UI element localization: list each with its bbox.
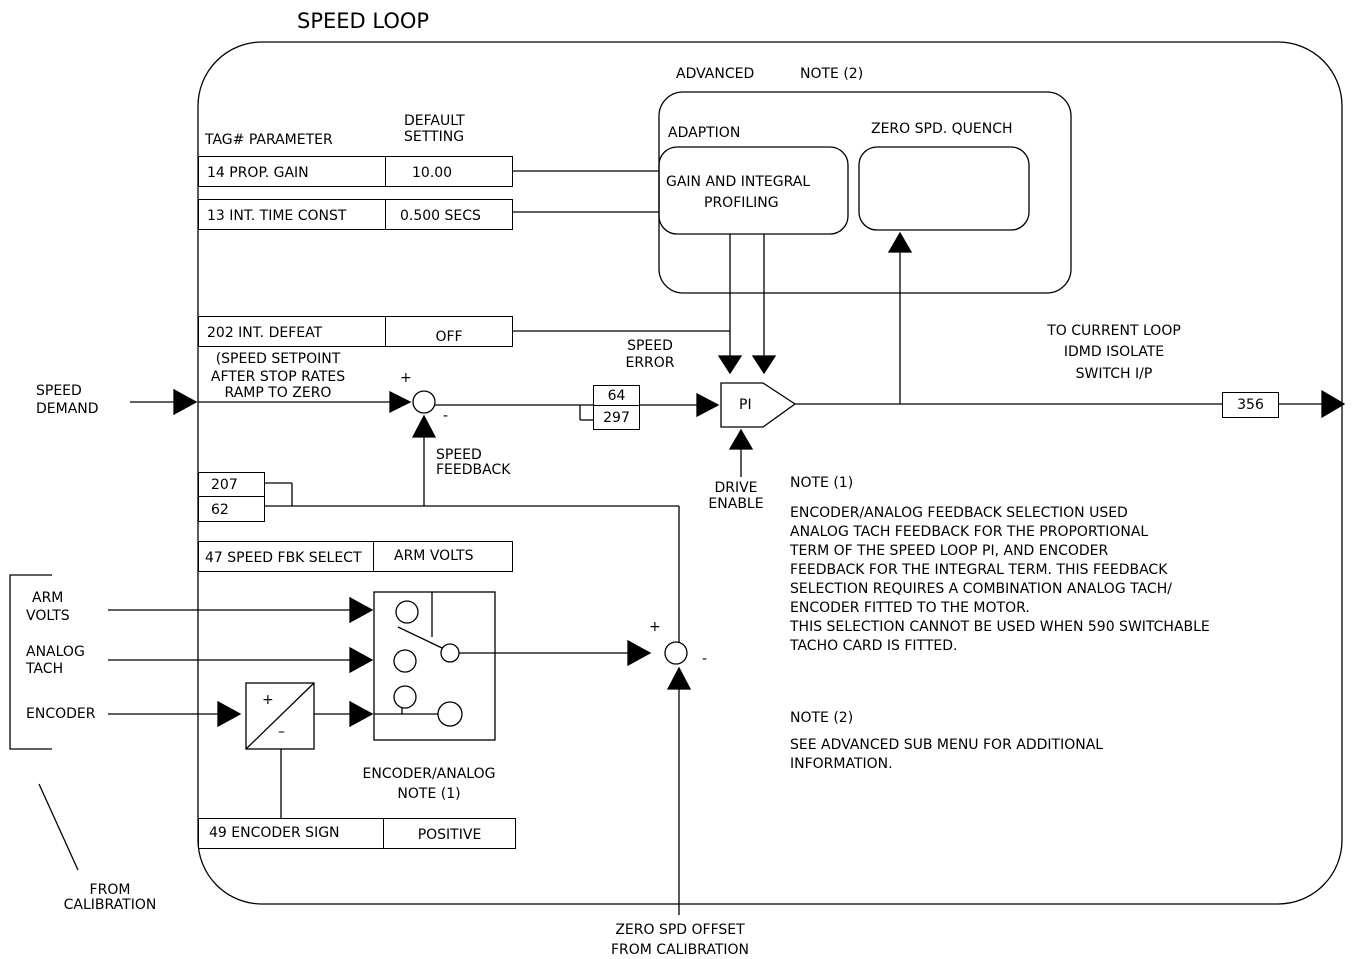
zero-quench-box bbox=[858, 146, 1030, 231]
zero-sum-minus: - bbox=[702, 651, 708, 667]
advanced-note-ref: NOTE (2) bbox=[800, 66, 864, 82]
arrow-drive-enable bbox=[728, 428, 754, 450]
note1-line: ANALOG TACH FEEDBACK FOR THE PROPORTIONA… bbox=[790, 524, 1149, 540]
note2-body: SEE ADVANCED SUB MENU FOR ADDITIONAL INF… bbox=[790, 736, 1103, 774]
adaption-box bbox=[658, 146, 849, 235]
param-value-int-time: 0.500 SECS bbox=[385, 199, 513, 230]
arrow-pi-in-2 bbox=[751, 355, 777, 375]
param-name-speed-fbk: 47 SPEED FBK SELECT bbox=[198, 541, 374, 572]
encoder-minus-sign: – bbox=[278, 724, 285, 740]
arrow-analog-tach bbox=[349, 646, 374, 674]
note1-title: NOTE (1) bbox=[790, 475, 854, 491]
encoder-analog-line1: ENCODER/ANALOG bbox=[362, 766, 496, 782]
arrow-speed-feedback bbox=[411, 414, 437, 438]
zero-offset-line2: FROM CALIBRATION bbox=[610, 942, 750, 958]
tag-62: 62 bbox=[198, 496, 265, 522]
param-name-int-defeat: 202 INT. DEFEAT bbox=[198, 316, 386, 347]
arrow-encoder bbox=[217, 700, 242, 728]
advanced-label: ADVANCED bbox=[676, 66, 755, 82]
setpoint-line1: (SPEED SETPOINT bbox=[215, 351, 341, 367]
speed-feedback-line1: SPEED bbox=[436, 447, 482, 463]
note2-line: INFORMATION. bbox=[790, 756, 893, 772]
speed-error-line2: ERROR bbox=[625, 355, 675, 371]
param-value-prop-gain: 10.00 bbox=[385, 156, 513, 187]
arrow-pi-in-1 bbox=[717, 355, 743, 375]
from-calibration-line1: FROM bbox=[89, 882, 131, 898]
page-title: SPEED LOOP bbox=[297, 9, 430, 33]
to-current-line1: TO CURRENT LOOP bbox=[1047, 323, 1181, 339]
from-calibration-line2: CALIBRATION bbox=[63, 897, 157, 913]
arm-volts-line2: VOLTS bbox=[26, 608, 70, 624]
speed-demand-line1: SPEED bbox=[36, 383, 82, 399]
arrow-error-pi bbox=[696, 392, 720, 418]
note1-line: TERM OF THE SPEED LOOP PI, AND ENCODER bbox=[790, 543, 1109, 559]
speed-demand-line2: DEMAND bbox=[36, 401, 99, 417]
speed-feedback-line2: FEEDBACK bbox=[436, 462, 511, 478]
arrow-zero-offset bbox=[666, 666, 692, 690]
note1-line: ENCODER FITTED TO THE MOTOR. bbox=[790, 600, 1030, 616]
zero-spd-quench-label: ZERO SPD. QUENCH bbox=[871, 121, 1013, 137]
analog-tach-line2: TACH bbox=[26, 661, 64, 677]
to-current-line3: SWITCH I/P bbox=[1075, 366, 1153, 382]
gain-profiling-line1: GAIN AND INTEGRAL bbox=[666, 174, 811, 190]
encoder-plus-sign: + bbox=[262, 692, 274, 708]
setpoint-line3: RAMP TO ZERO bbox=[224, 385, 332, 401]
zero-offset-line1: ZERO SPD OFFSET bbox=[615, 922, 745, 938]
arrow-output bbox=[1321, 389, 1346, 419]
param-header-col2a: DEFAULT bbox=[404, 113, 465, 129]
drive-enable-line2: ENABLE bbox=[708, 496, 764, 512]
note1-body: ENCODER/ANALOG FEEDBACK SELECTION USED A… bbox=[790, 504, 1210, 656]
note1-line: FEEDBACK FOR THE INTEGRAL TERM. THIS FEE… bbox=[790, 562, 1168, 578]
pi-block bbox=[720, 382, 797, 428]
arrow-encoder-sel bbox=[349, 700, 374, 728]
param-name-prop-gain: 14 PROP. GAIN bbox=[198, 156, 386, 187]
arrow-selector-out bbox=[627, 639, 652, 667]
setpoint-line2: AFTER STOP RATES bbox=[210, 369, 346, 385]
param-header-col2b: SETTING bbox=[404, 129, 465, 145]
encoder-analog-line2: NOTE (1) bbox=[397, 786, 461, 802]
note2-title: NOTE (2) bbox=[790, 710, 854, 726]
encoder-label: ENCODER bbox=[26, 706, 96, 722]
sum-junction-main bbox=[412, 390, 436, 414]
tag-356: 356 bbox=[1222, 392, 1279, 418]
tag-207: 207 bbox=[198, 472, 265, 497]
sum-plus-sign: + bbox=[400, 370, 412, 386]
tag-64: 64 bbox=[593, 385, 640, 406]
sum-minus-sign: - bbox=[443, 408, 449, 424]
analog-tach-line1: ANALOG bbox=[26, 644, 85, 660]
arrow-setpoint bbox=[389, 390, 412, 414]
pi-label: PI bbox=[739, 397, 752, 413]
param-name-encoder-sign: 49 ENCODER SIGN bbox=[198, 818, 384, 849]
note1-line: TACHO CARD IS FITTED. bbox=[790, 638, 958, 654]
arrow-speed-demand bbox=[173, 388, 198, 416]
arm-volts-line1: ARM bbox=[32, 590, 64, 606]
param-value-int-defeat: OFF bbox=[385, 316, 513, 347]
to-current-line2: IDMD ISOLATE bbox=[1063, 344, 1165, 360]
arrow-arm-volts bbox=[349, 596, 374, 624]
feedback-selector bbox=[373, 591, 496, 741]
zero-sum-plus: + bbox=[649, 619, 661, 635]
speed-error-line1: SPEED bbox=[627, 338, 673, 354]
drive-enable-line1: DRIVE bbox=[714, 480, 758, 496]
adaption-label: ADAPTION bbox=[668, 125, 741, 141]
gain-profiling-line2: PROFILING bbox=[704, 195, 779, 211]
note1-line: ENCODER/ANALOG FEEDBACK SELECTION USED bbox=[790, 505, 1128, 521]
arrow-quench bbox=[887, 231, 913, 253]
tag-297: 297 bbox=[593, 405, 640, 430]
note2-line: SEE ADVANCED SUB MENU FOR ADDITIONAL bbox=[790, 737, 1104, 753]
param-header-col1: TAG# PARAMETER bbox=[205, 132, 333, 148]
sum-junction-zero bbox=[664, 641, 688, 665]
note1-line: SELECTION REQUIRES A COMBINATION ANALOG … bbox=[790, 581, 1172, 597]
param-value-encoder-sign: POSITIVE bbox=[383, 818, 516, 849]
param-name-int-time: 13 INT. TIME CONST bbox=[198, 199, 386, 230]
note1-line: THIS SELECTION CANNOT BE USED WHEN 590 S… bbox=[790, 619, 1210, 635]
encoder-sign-block bbox=[245, 682, 315, 750]
param-value-speed-fbk: ARM VOLTS bbox=[373, 541, 513, 572]
